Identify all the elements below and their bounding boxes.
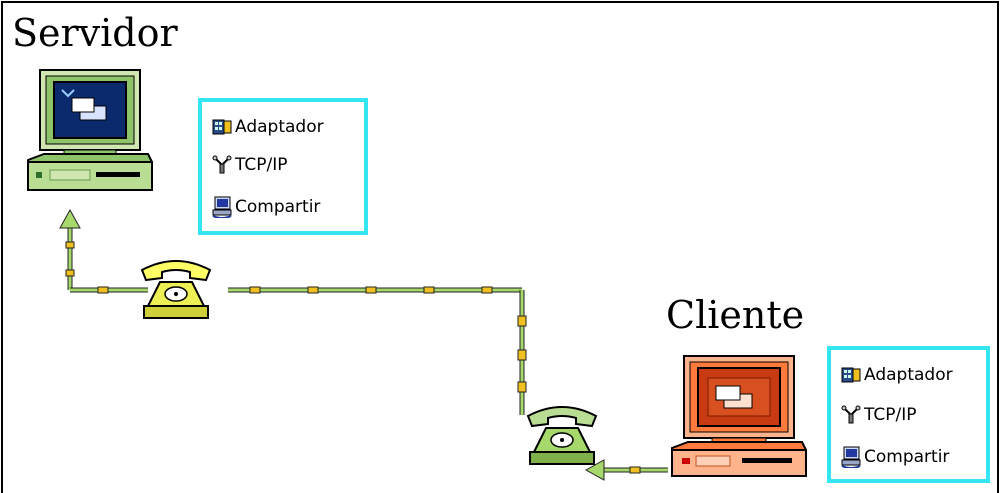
client-share-item[interactable]: Compartir [841, 444, 949, 470]
service-label: Compartir [864, 447, 949, 467]
service-label: Adaptador [235, 117, 324, 137]
server-services-box: Adaptador TCP/IP Compartir [198, 98, 368, 235]
client-title: Cliente [666, 296, 804, 334]
service-label: Compartir [235, 197, 320, 217]
service-label: TCP/IP [235, 155, 288, 175]
client-computer-icon [668, 352, 810, 482]
network-adapter-icon [212, 117, 232, 137]
file-sharing-icon [841, 446, 861, 468]
client-services-box: Adaptador TCP/IP Compartir [827, 346, 990, 483]
service-label: TCP/IP [864, 405, 917, 425]
server-adapter-item[interactable]: Adaptador [212, 114, 324, 140]
network-protocol-icon [212, 155, 232, 175]
network-protocol-icon [841, 405, 861, 425]
client-tcpip-item[interactable]: TCP/IP [841, 402, 917, 428]
server-title: Servidor [12, 14, 178, 52]
server-share-item[interactable]: Compartir [212, 194, 320, 220]
network-adapter-icon [841, 365, 861, 385]
service-label: Adaptador [864, 365, 953, 385]
client-adapter-item[interactable]: Adaptador [841, 362, 953, 388]
server-computer-icon [24, 66, 156, 196]
server-tcpip-item[interactable]: TCP/IP [212, 152, 288, 178]
file-sharing-icon [212, 196, 232, 218]
server-phone-icon [138, 256, 214, 324]
arrow-up-icon [60, 210, 80, 228]
client-phone-icon [524, 402, 600, 470]
